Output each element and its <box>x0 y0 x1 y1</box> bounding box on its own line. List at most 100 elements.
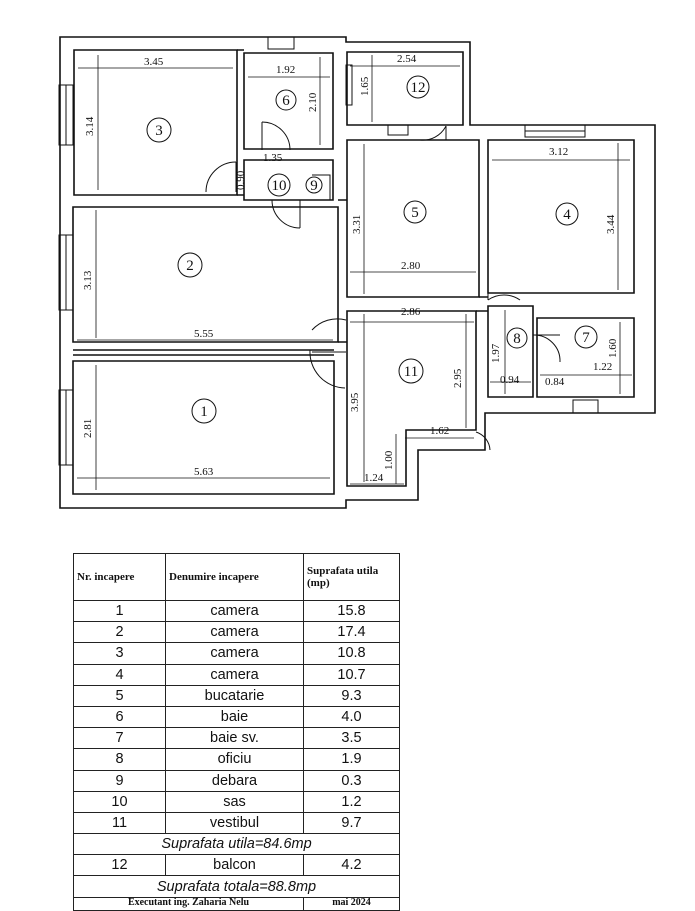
room-number-1: 1 <box>200 404 208 420</box>
cell-area: 1.9 <box>303 748 400 771</box>
cell-nr: 2 <box>73 621 166 644</box>
cell-name: camera <box>165 621 304 644</box>
dim-r5-width: 2.80 <box>401 260 421 272</box>
cell-nr: 1 <box>73 599 166 623</box>
floor-plan: 3 6 12 10 9 5 4 2 8 7 11 1 3.45 3.14 1.9… <box>58 36 656 509</box>
dim-r12-height: 1.65 <box>359 76 371 96</box>
dim-r11-height: 2.95 <box>452 368 464 388</box>
cell-nr: 5 <box>73 684 166 707</box>
dim-r8-height: 1.97 <box>490 343 502 363</box>
room-circles <box>146 75 598 424</box>
dim-r12-width: 2.54 <box>397 53 417 65</box>
totala-summary: Suprafata totala=88.8mp <box>73 875 400 898</box>
cell-area: 10.8 <box>303 642 400 665</box>
dim-r8-width: 0.94 <box>500 374 520 386</box>
cell-name: camera <box>165 642 304 665</box>
room-number-7: 7 <box>582 330 590 346</box>
cell-name: oficiu <box>165 748 304 771</box>
dim-r2-height: 3.13 <box>82 270 94 290</box>
room-number-2: 2 <box>186 258 194 274</box>
cell-area: 4.0 <box>303 705 400 729</box>
dim-r11-sub-height: 1.00 <box>383 450 395 470</box>
room-numbers: 3 6 12 10 9 5 4 2 8 7 11 1 <box>155 80 590 420</box>
dim-r7-width-right: 1.22 <box>593 361 612 373</box>
cell-name: baie <box>165 705 304 729</box>
cell-name: camera <box>165 599 304 623</box>
cell-name: sas <box>165 790 304 813</box>
header-name: Denumire incapere <box>165 553 304 601</box>
cell-nr: 9 <box>73 769 166 792</box>
dim-r11-left: 3.95 <box>349 392 361 412</box>
cell-name: debara <box>165 769 304 792</box>
dim-r11-top: 2.86 <box>401 306 421 318</box>
cell-nr: 12 <box>73 854 166 877</box>
cell-nr: 7 <box>73 727 166 750</box>
totala-summary-row: Suprafata totala=88.8mp <box>73 875 400 898</box>
cell-nr: 10 <box>73 790 166 813</box>
utila-summary-row: Suprafata utila=84.6mp <box>73 833 400 856</box>
dim-r11-width: 1.62 <box>430 425 449 437</box>
room-number-4: 4 <box>563 207 571 223</box>
walls <box>59 36 656 509</box>
dim-r4-height: 3.44 <box>605 214 617 234</box>
dim-r4-width: 3.12 <box>549 146 568 158</box>
cell-area: 17.4 <box>303 621 400 644</box>
cell-name: baie sv. <box>165 727 304 750</box>
cell-area: 9.7 <box>303 811 400 835</box>
cell-nr: 11 <box>73 811 166 835</box>
dim-r10-width: 1.35 <box>263 152 283 164</box>
cell-area: 10.7 <box>303 663 400 686</box>
header-nr: Nr. incapere <box>73 553 166 601</box>
cell-name: bucatarie <box>165 684 304 707</box>
room-number-8: 8 <box>513 331 521 347</box>
room-number-9: 9 <box>310 178 318 194</box>
dim-r3-width: 3.45 <box>144 56 164 68</box>
dim-r6-width: 1.92 <box>276 64 295 76</box>
cell-area: 3.5 <box>303 727 400 750</box>
cell-name: camera <box>165 663 304 686</box>
header-area: Suprafata utila (mp) <box>303 553 400 601</box>
dim-r1-height: 2.81 <box>82 419 94 438</box>
dim-r7-height: 1.60 <box>607 338 619 358</box>
dimension-lines <box>77 55 632 490</box>
dim-r6-height: 2.10 <box>307 92 319 112</box>
room-number-6: 6 <box>282 93 290 109</box>
cell-area: 0.3 <box>303 769 400 792</box>
dim-r5-height: 3.31 <box>351 215 363 234</box>
doors <box>205 121 561 451</box>
cell-name: balcon <box>165 854 304 877</box>
cell-nr: 8 <box>73 748 166 771</box>
footer-executant: Executant ing. Zaharia Nelu <box>73 896 304 911</box>
cell-nr: 4 <box>73 663 166 686</box>
table-header-row: Nr. incapere Denumire incapere Suprafata… <box>73 553 400 601</box>
room-number-3: 3 <box>155 123 163 139</box>
room-number-5: 5 <box>411 205 419 221</box>
room-number-12: 12 <box>411 80 426 96</box>
rooms-table: Nr. incapere Denumire incapere Suprafata… <box>73 553 400 911</box>
cell-name: vestibul <box>165 811 304 835</box>
cell-nr: 3 <box>73 642 166 665</box>
dim-r2-width: 5.55 <box>194 328 214 340</box>
room-number-10: 10 <box>272 178 287 194</box>
cell-area: 1.2 <box>303 790 400 813</box>
room-number-11: 11 <box>404 364 418 380</box>
dim-r7-width-left: 0.84 <box>545 376 565 388</box>
windows <box>58 36 599 466</box>
dim-r11-sub-width: 1.24 <box>364 472 384 484</box>
dimension-labels: 3.45 3.14 1.92 2.10 2.54 1.65 1.35 0.90 … <box>82 53 619 484</box>
cell-area: 9.3 <box>303 684 400 707</box>
dim-r10-height: 0.90 <box>235 170 247 190</box>
